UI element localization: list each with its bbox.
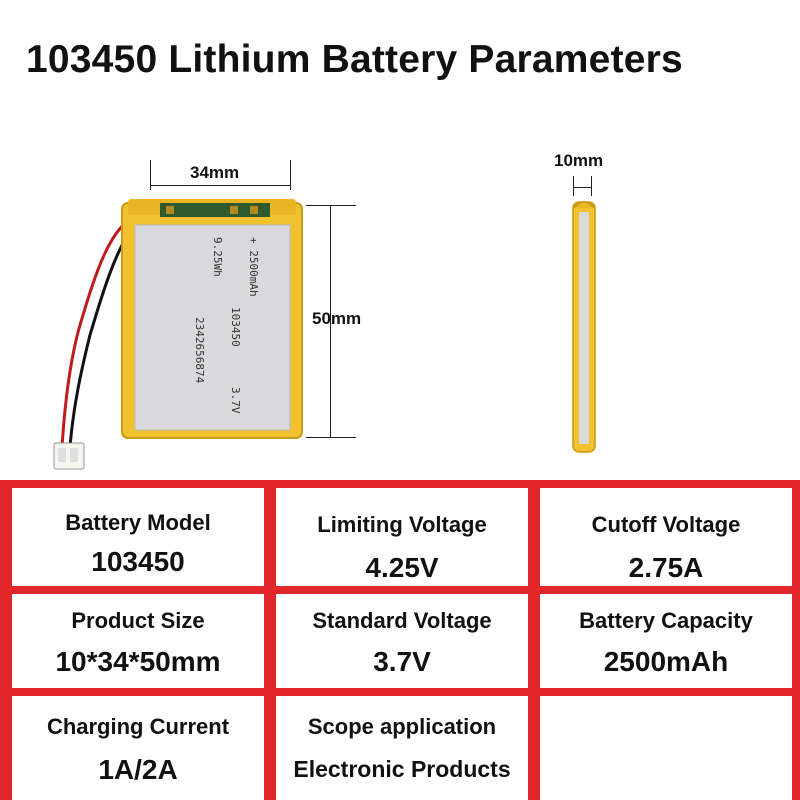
width-dimension-label: 34mm bbox=[190, 163, 240, 182]
spec-value: Electronic Products bbox=[293, 756, 511, 782]
spec-cell-charging-current: Charging Current 1A/2A bbox=[12, 696, 264, 800]
spec-cell-battery-capacity: Battery Capacity 2500mAh bbox=[540, 594, 792, 688]
page-title: 103450 Lithium Battery Parameters bbox=[26, 38, 683, 81]
height-dimension-tick-bottom bbox=[306, 437, 356, 438]
battery-label-line5: 2342656874 bbox=[193, 317, 206, 384]
thickness-dimension-tick-right bbox=[591, 176, 592, 196]
width-dimension-tick-right bbox=[290, 160, 291, 190]
spec-label: Limiting Voltage bbox=[317, 512, 487, 537]
spec-label: Charging Current bbox=[46, 714, 230, 739]
spec-value: 1A/2A bbox=[98, 754, 178, 785]
spec-value: 2500mAh bbox=[603, 646, 729, 677]
height-dimension-tick-top bbox=[306, 205, 356, 206]
spec-cell-empty bbox=[540, 696, 792, 800]
spec-label: Standard Voltage bbox=[312, 608, 492, 633]
thickness-dimension-label: 10mm bbox=[554, 151, 604, 170]
spec-cell-standard-voltage: Standard Voltage 3.7V bbox=[276, 594, 528, 688]
spec-label: Cutoff Voltage bbox=[591, 512, 741, 537]
height-dimension-label: 50mm bbox=[312, 309, 362, 328]
height-dimension-line bbox=[330, 205, 331, 437]
spec-label: Scope application bbox=[307, 714, 497, 739]
spec-value: 3.7V bbox=[373, 646, 431, 677]
spec-cell-limiting-voltage: Limiting Voltage 4.25V bbox=[276, 488, 528, 586]
spec-cell-scope-application: Scope application Electronic Products bbox=[276, 696, 528, 800]
spec-cell-cutoff-voltage: Cutoff Voltage 2.75A bbox=[540, 488, 792, 586]
spec-cell-product-size: Product Size 10*34*50mm bbox=[12, 594, 264, 688]
thickness-dimension-line bbox=[573, 187, 592, 188]
width-dimension-line bbox=[150, 185, 290, 186]
spec-cell-battery-model: Battery Model 103450 bbox=[12, 488, 264, 586]
spec-label: Product Size bbox=[71, 608, 205, 633]
spec-value: 103450 bbox=[91, 546, 185, 577]
spec-value: 2.75A bbox=[628, 552, 704, 583]
specs-table: Battery Model 103450 Limiting Voltage 4.… bbox=[0, 480, 800, 800]
spec-label: Battery Model bbox=[65, 510, 211, 535]
spec-label: Battery Capacity bbox=[579, 608, 753, 633]
battery-label-line2: 103450 bbox=[229, 307, 242, 347]
battery-label-line3: 3.7V bbox=[229, 387, 242, 414]
battery-label-line1: + 2500mAh bbox=[247, 237, 260, 297]
battery-side-image bbox=[572, 201, 596, 453]
battery-front-image: + 2500mAh 103450 3.7V 9.25Wh 2342656874 bbox=[53, 199, 303, 470]
spec-value: 4.25V bbox=[365, 552, 439, 583]
battery-label-line4: 9.25Wh bbox=[211, 237, 224, 277]
thickness-dimension-tick-left bbox=[573, 176, 574, 196]
width-dimension-tick-left bbox=[150, 160, 151, 190]
spec-value: 10*34*50mm bbox=[55, 646, 221, 677]
